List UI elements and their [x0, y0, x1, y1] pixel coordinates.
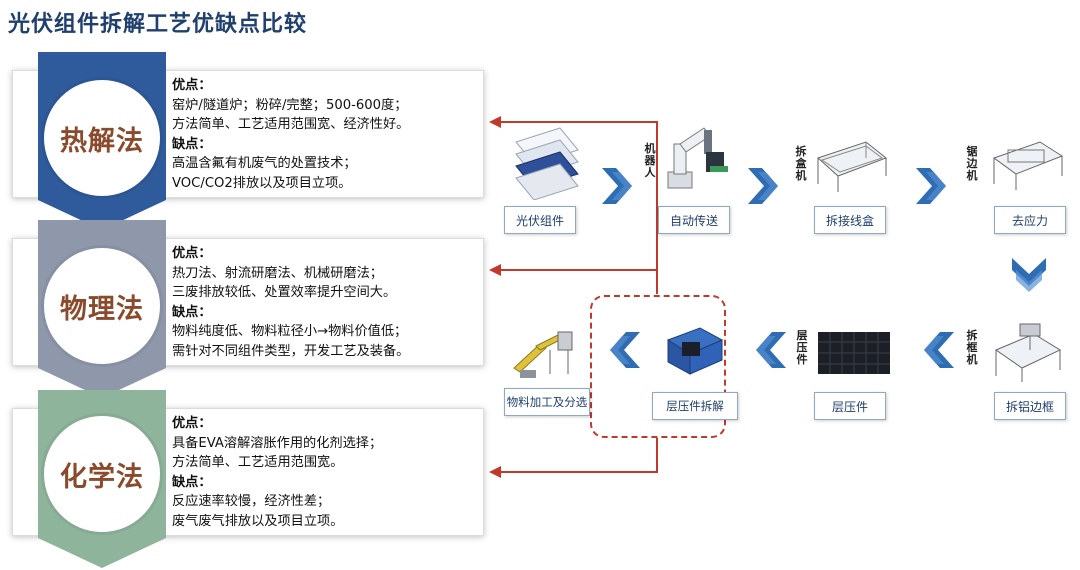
laminate-machine-label: 层压件: [796, 329, 808, 366]
pros-title: 优点：: [172, 78, 212, 93]
step-stress-relief: 去应力: [994, 206, 1066, 234]
connector-down: [656, 438, 658, 472]
connector-to-physical: [498, 269, 658, 271]
pv-module-icon: [515, 127, 579, 200]
connector-to-chemical: [498, 471, 658, 473]
frame-removal-machine-icon: [994, 323, 1062, 382]
laminate-dismantle-machine-icon: [666, 327, 724, 375]
connector-vertical: [656, 122, 658, 294]
cons-line: 物料纯度低、物料粒径小→物料价值低；: [172, 324, 408, 339]
stress-relief-machine-icon: [992, 141, 1064, 190]
cons-title: 缺点：: [172, 304, 212, 320]
cons-line: 高温含氟有机废气的处置技术；: [172, 156, 357, 171]
cons-line: 需针对不同组件类型，开发工艺及装备。: [172, 343, 410, 359]
material-processing-line-icon: [513, 331, 573, 378]
chemical-text: 优点： 具备EVA溶解溶胀作用的化剂选择； 方法简单、工艺适用范围宽。 缺点： …: [172, 414, 382, 531]
chevron-left-icon: [924, 332, 954, 368]
arrowhead-icon: [489, 264, 501, 276]
robot-arm-icon: [667, 127, 728, 189]
chemical-ribbon: 化学法: [38, 390, 166, 568]
cons-title: 缺点：: [172, 474, 212, 490]
cons-line: 废气废气排放以及项目立项。: [172, 513, 344, 529]
physical-badge: 物理法: [44, 248, 160, 364]
chevron-left-icon: [756, 332, 786, 368]
step-laminate-dismantle: 层压件拆解: [652, 392, 738, 420]
pyrolysis-text: 优点： 窑炉/隧道炉；粉碎/完整；500-600度； 方法简单、工艺适用范围宽、…: [172, 76, 409, 193]
pyrolysis-badge: 热解法: [44, 80, 160, 196]
step-laminate: 层压件: [814, 392, 886, 420]
pros-title: 优点：: [172, 416, 212, 431]
chemical-badge: 化学法: [44, 416, 160, 532]
chevron-right-icon: [916, 168, 946, 204]
box-machine-label: 拆盒机: [795, 145, 807, 182]
chevron-right-icon: [748, 168, 778, 204]
highlight-laminate-dismantle: [590, 295, 726, 438]
connector-to-pyrolysis: [498, 121, 658, 123]
arrowhead-icon: [489, 116, 501, 128]
step-material-processing: 物料加工及分选: [504, 388, 590, 416]
pros-line: 方法简单、工艺适用范围宽。: [172, 455, 344, 470]
laminate-panel-icon: [818, 332, 890, 374]
pros-title: 优点：: [172, 246, 212, 261]
cons-line: VOC/CO2排放以及项目立项。: [172, 175, 352, 191]
arrowhead-icon: [489, 466, 501, 478]
physical-ribbon: 物理法: [38, 220, 166, 398]
cons-line: 反应速率较慢，经济性差；: [172, 494, 331, 509]
step-auto-transfer: 自动传送: [658, 206, 730, 234]
pros-line: 方法简单、工艺适用范围宽、经济性好。: [172, 117, 410, 132]
pros-line: 具备EVA溶解溶胀作用的化剂选择；: [172, 435, 383, 451]
chevron-right-icon: [602, 168, 632, 204]
pros-line: 三废排放较低、处置效率提升空间大。: [172, 285, 397, 300]
method-name: 热解法: [60, 125, 144, 157]
cons-title: 缺点：: [172, 136, 212, 152]
saw-machine-label: 锯边机: [966, 145, 978, 182]
robot-label: 机器人: [644, 142, 656, 179]
frame-machine-label: 拆框机: [966, 329, 978, 366]
page-title: 光伏组件拆解工艺优缺点比较: [8, 11, 308, 37]
step-remove-al-frame: 拆铝边框: [994, 392, 1066, 420]
method-name: 化学法: [60, 461, 144, 493]
chevron-down-icon: [1012, 258, 1046, 292]
pros-line: 热刀法、射流研磨法、机械研磨法；: [172, 265, 383, 281]
chevron-left-icon: [610, 332, 640, 368]
step-remove-junction-box: 拆接线盒: [814, 206, 886, 234]
physical-text: 优点： 热刀法、射流研磨法、机械研磨法； 三废排放较低、处置效率提升空间大。 缺…: [172, 244, 409, 361]
step-pv-module: 光伏组件: [504, 206, 576, 234]
method-name: 物理法: [60, 293, 144, 325]
pyrolysis-ribbon: 热解法: [38, 52, 166, 230]
junction-box-machine-icon: [817, 141, 887, 192]
pros-line: 窑炉/隧道炉；粉碎/完整；500-600度；: [172, 97, 408, 113]
